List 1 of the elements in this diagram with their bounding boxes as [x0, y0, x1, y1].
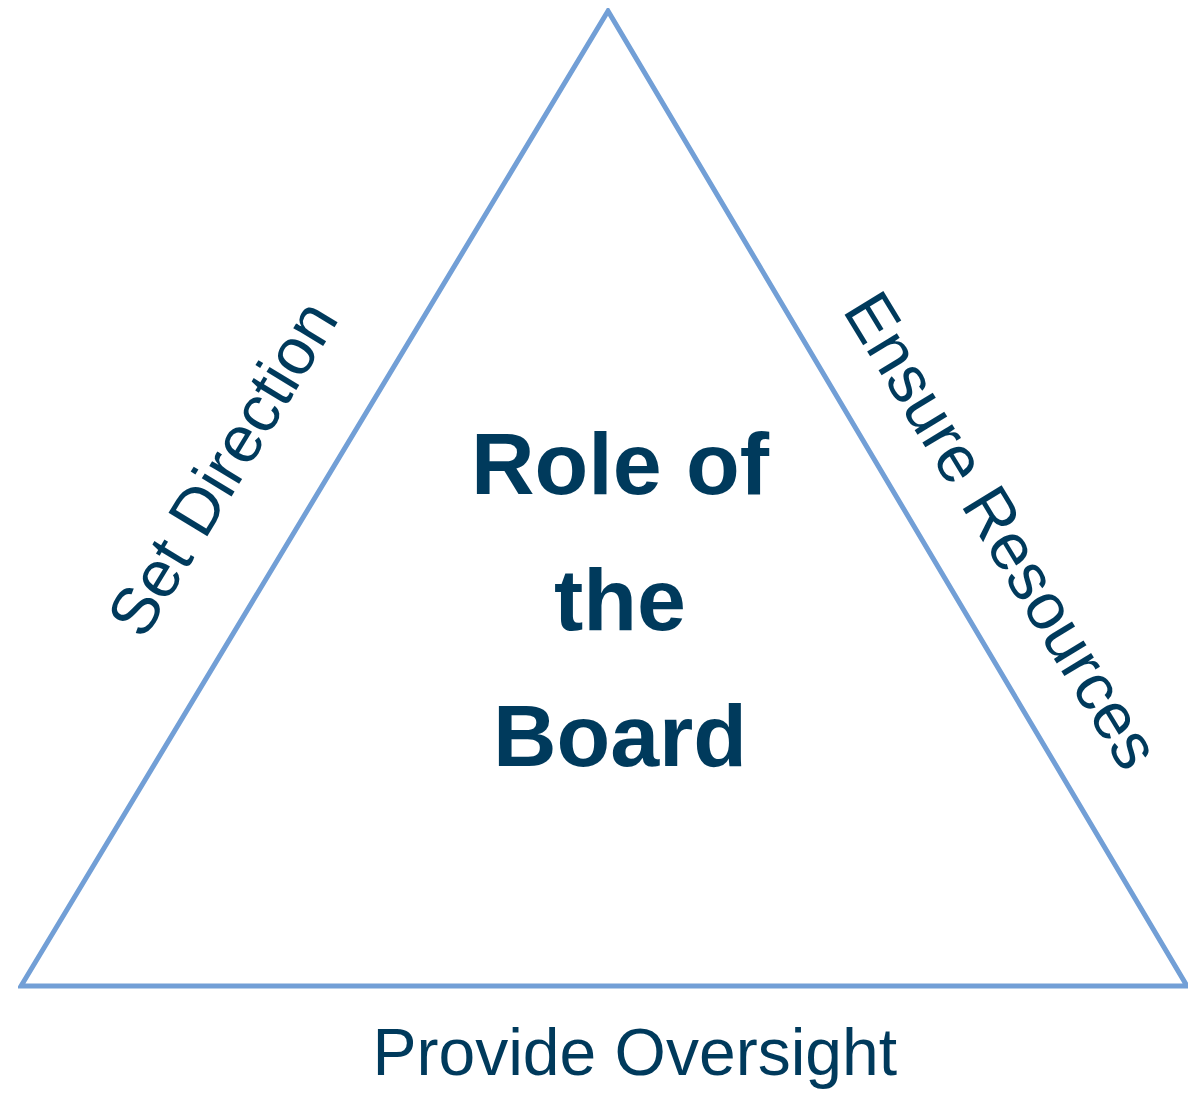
center-title: Role of the Board: [469, 413, 771, 787]
